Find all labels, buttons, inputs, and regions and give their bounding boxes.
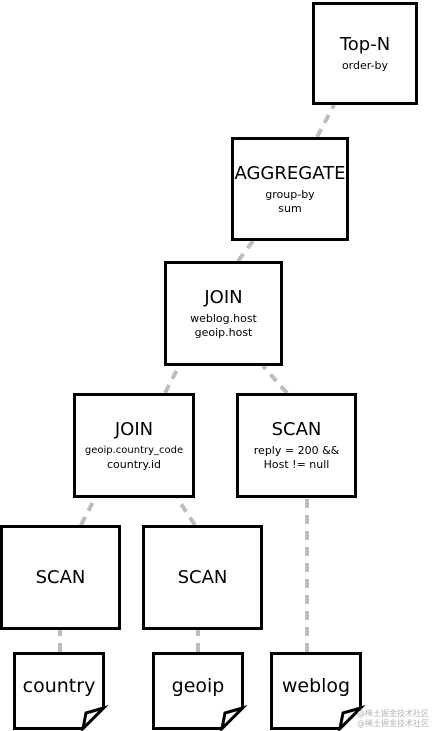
join-left-title: JOIN [114, 419, 154, 440]
join-left-detail-geoip-country-code: geoip.country_code [84, 445, 184, 456]
weblog-file-label: weblog [281, 675, 351, 697]
top-n-detail: order-by [341, 59, 389, 72]
edge-join-left-join-top [163, 365, 181, 394]
document-icon [152, 652, 248, 731]
join-top-detail-weblog-host: weblog.host [190, 312, 257, 325]
weblog-file-node: weblog [270, 652, 366, 731]
join-top-node: JOIN weblog.host geoip.host [164, 261, 283, 366]
aggregate-detail-sum: sum [278, 201, 302, 215]
geoip-file-node: geoip [152, 652, 248, 731]
scan-right-title: SCAN [271, 419, 322, 440]
join-top-title: JOIN [204, 287, 243, 308]
aggregate-title: AGGREGATE [234, 162, 346, 184]
aggregate-node: AGGREGATE group-by sum [231, 137, 349, 241]
scan-right-detail-reply: reply = 200 && [253, 444, 340, 457]
scan-right-detail-host: Host != null [263, 458, 330, 471]
edge-join-aggregate [236, 239, 255, 263]
top-n-title: Top-N [339, 34, 391, 55]
geoip-file-label: geoip [171, 675, 225, 697]
scan-geoip-title: SCAN [177, 566, 228, 588]
edge-scan-country-join-left [79, 497, 97, 526]
join-top-detail-geoip-host: geoip.host [194, 326, 253, 339]
document-icon [13, 652, 109, 731]
top-n-node: Top-N order-by [312, 2, 418, 105]
watermark: @稀土掘金技术社区 @稀土掘金技术社区 [333, 709, 429, 729]
scan-country-title: SCAN [35, 566, 86, 588]
watermark-line-2: @稀土掘金技术社区 [357, 719, 429, 728]
watermark-line-1: @稀土掘金技术社区 [357, 709, 429, 718]
scan-country-node: SCAN [0, 525, 121, 630]
document-icon [270, 652, 366, 731]
edge-aggregate-topn [315, 104, 336, 138]
join-left-node: JOIN geoip.country_code country.id [73, 393, 195, 498]
aggregate-detail-group-by: group-by [265, 187, 315, 201]
edge-scan-geoip-join-left [175, 496, 197, 527]
scan-geoip-node: SCAN [142, 525, 263, 630]
country-file-node: country [13, 652, 109, 731]
country-file-label: country [22, 675, 96, 697]
edge-scan-right-join-top [261, 364, 289, 395]
scan-right-node: SCAN reply = 200 && Host != null [236, 393, 357, 498]
join-left-detail-country-id: country.id [106, 458, 162, 471]
